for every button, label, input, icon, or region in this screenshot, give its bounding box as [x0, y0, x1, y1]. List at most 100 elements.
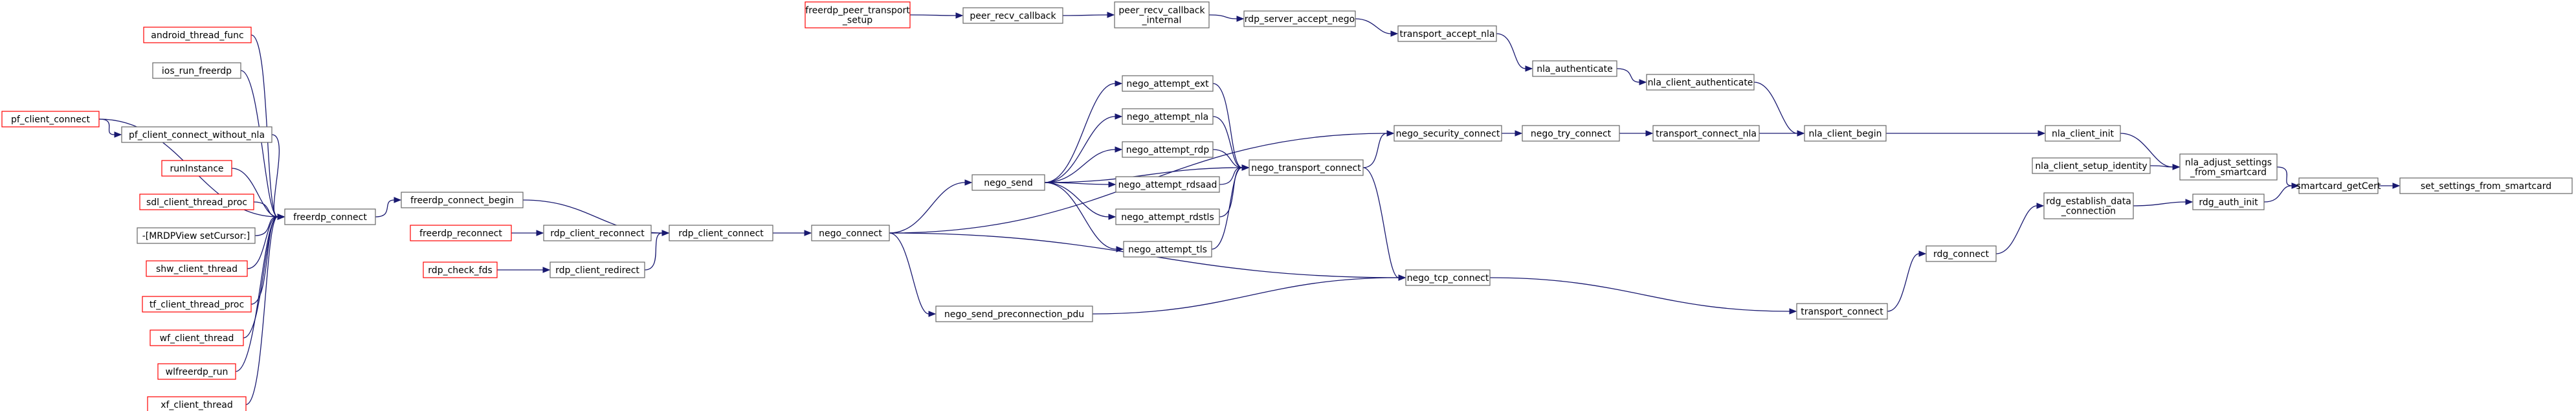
edge-arrowhead [2291, 183, 2300, 189]
node-freerdp-reconnect[interactable]: freerdp_reconnect [410, 225, 512, 241]
edge-transport-connect-to-rdg-connect [1887, 253, 1920, 312]
node-nego-attempt-ext[interactable]: nego_attempt_ext [1122, 75, 1214, 92]
edge-xf-client-thread-to-freerdp-connect [245, 216, 278, 405]
edge-ios-run-freerdp-to-freerdp-connect [240, 70, 278, 217]
node-box [1522, 125, 1620, 142]
node-box [972, 174, 1045, 191]
node-mrdpview-setcursor[interactable]: -[MRDPView setCursor:] [137, 227, 256, 244]
node-nego-connect[interactable]: nego_connect [811, 225, 890, 241]
node-rdp-check-fds[interactable]: rdp_check_fds [423, 261, 498, 278]
node-smartcard-getcert[interactable]: smartcard_getCert [2296, 177, 2381, 194]
node-nla-client-init[interactable]: nla_client_init [2045, 125, 2121, 142]
node-box [410, 225, 512, 241]
edge-mrdpview-setcursor-to-freerdp-connect [254, 216, 278, 236]
edge-arrowhead [394, 197, 402, 203]
edge-nego-send-to-nego-transport-connect [1044, 167, 1243, 183]
node-nego-transport-connect[interactable]: nego_transport_connect [1249, 159, 1364, 176]
node-label: _internal [1142, 16, 1182, 26]
node-label: rdg_auth_init [2199, 197, 2258, 208]
node-box [139, 194, 254, 210]
node-nla-authenticate[interactable]: nla_authenticate [1532, 60, 1617, 77]
node-pf-client-connect[interactable]: pf_client_connect [1, 111, 100, 128]
node-nego-attempt-nla[interactable]: nego_attempt_nla [1122, 108, 1214, 125]
edge-arrowhead [1398, 274, 1406, 281]
edge-wlfreerdp-run-to-freerdp-connect [235, 216, 278, 372]
node-transport-connect-nla[interactable]: transport_connect_nla [1652, 125, 1760, 142]
node-nego-attempt-tls[interactable]: nego_attempt_tls [1123, 241, 1212, 258]
node-nego-security-connect[interactable]: nego_security_connect [1393, 125, 1502, 142]
node-nego-try-connect[interactable]: nego_try_connect [1522, 125, 1620, 142]
edge-nla-authenticate-to-nla-client-authenticate [1616, 68, 1640, 83]
node-label: wlfreerdp_run [166, 367, 228, 377]
node-box [1122, 141, 1214, 158]
node-nego-attempt-rdp[interactable]: nego_attempt_rdp [1122, 141, 1214, 158]
node-freerdp-connect-begin[interactable]: freerdp_connect_begin [401, 192, 524, 208]
node-nego-attempt-rdsaad[interactable]: nego_attempt_rdsaad [1115, 176, 1220, 193]
node-box [1796, 303, 1888, 320]
node-transport-accept-nla[interactable]: transport_accept_nla [1397, 25, 1497, 42]
node-wf-client-thread[interactable]: wf_client_thread [150, 329, 244, 346]
node-box [1243, 10, 1356, 27]
node-ios-run-freerdp[interactable]: ios_run_freerdp [152, 62, 241, 79]
edge-nego-send-to-nego-attempt-rdp [1044, 149, 1116, 183]
node-label: nego_tcp_connect [1407, 273, 1489, 283]
node-rdp-client-reconnect[interactable]: rdp_client_reconnect [543, 225, 652, 241]
node-label: nla_client_setup_identity [2035, 161, 2147, 172]
node-box [1926, 245, 1997, 262]
node-label: android_thread_func [151, 30, 243, 41]
node-runinstance[interactable]: runInstance [161, 160, 232, 177]
edge-arrowhead [2036, 203, 2045, 209]
node-rdg-establish-data-connection[interactable]: rdg_establish_data_connection [2043, 192, 2134, 219]
edge-rdg-connect-to-rdg-establish-data-connection [1995, 205, 2037, 254]
node-box [1397, 25, 1497, 42]
node-box [143, 27, 252, 43]
edge-nego-tcp-connect-to-transport-connect [1489, 277, 1790, 312]
node-xf-client-thread[interactable]: xf_client_thread [147, 396, 247, 411]
node-box [1652, 125, 1760, 142]
node-box [1393, 125, 1502, 142]
edge-arrowhead [1918, 250, 1927, 257]
node-peer-recv-callback-internal[interactable]: peer_recv_callback_internal [1114, 1, 1210, 28]
node-rdp-server-accept-nego[interactable]: rdp_server_accept_nego [1243, 10, 1356, 27]
node-label: _connection [2061, 206, 2116, 217]
node-box [152, 62, 241, 79]
node-rdp-client-connect[interactable]: rdp_client_connect [669, 225, 773, 241]
node-android-thread-func[interactable]: android_thread_func [143, 27, 252, 43]
node-peer-recv-callback[interactable]: peer_recv_callback [962, 7, 1063, 24]
node-box [2179, 153, 2278, 181]
node-tf-client-thread-proc[interactable]: tf_client_thread_proc [142, 296, 252, 313]
node-nla-client-begin[interactable]: nla_client_begin [1804, 125, 1887, 142]
node-label: rdg_establish_data [2046, 197, 2131, 207]
node-nego-attempt-rdstls[interactable]: nego_attempt_rdstls [1115, 208, 1220, 225]
node-freerdp-peer-transport-setup[interactable]: freerdp_peer_transport_setup [805, 1, 911, 28]
node-box [1405, 269, 1491, 286]
node-pf-client-connect-without-nla[interactable]: pf_client_connect_without_nla [121, 126, 272, 143]
node-box [1249, 159, 1364, 176]
node-label: nego_attempt_rdp [1126, 145, 1210, 155]
node-nego-tcp-connect[interactable]: nego_tcp_connect [1405, 269, 1491, 286]
node-label: nego_attempt_ext [1126, 79, 1209, 89]
node-set-settings-from-smartcard[interactable]: set_settings_from_smartcard [2399, 177, 2573, 194]
node-rdg-connect[interactable]: rdg_connect [1926, 245, 1997, 262]
node-rdp-client-redirect[interactable]: rdp_client_redirect [550, 261, 645, 278]
node-sdl-client-thread-proc[interactable]: sdl_client_thread_proc [139, 194, 254, 210]
node-freerdp-connect[interactable]: freerdp_connect [284, 208, 376, 225]
node-box [2192, 194, 2265, 210]
node-wlfreerdp-run[interactable]: wlfreerdp_run [157, 363, 236, 380]
edge-rdg-establish-data-connection-to-rdg-auth-init [2133, 201, 2186, 206]
node-box [550, 261, 645, 278]
node-label: runInstance [170, 164, 223, 174]
node-nla-client-setup-identity[interactable]: nla_client_setup_identity [2032, 157, 2151, 174]
node-label: peer_recv_callback [1118, 6, 1205, 16]
node-nla-adjust-settings-from-smartcard[interactable]: nla_adjust_settings_from_smartcard [2179, 153, 2278, 181]
node-nego-send[interactable]: nego_send [972, 174, 1045, 191]
node-nla-client-authenticate[interactable]: nla_client_authenticate [1646, 74, 1755, 91]
node-shw-client-thread[interactable]: shw_client_thread [146, 260, 248, 277]
node-transport-connect[interactable]: transport_connect [1796, 303, 1888, 320]
node-nego-send-preconnection-pdu[interactable]: nego_send_preconnection_pdu [935, 305, 1093, 322]
node-label: freerdp_connect [293, 212, 367, 223]
node-rdg-auth-init[interactable]: rdg_auth_init [2192, 194, 2265, 210]
node-box [121, 126, 272, 143]
